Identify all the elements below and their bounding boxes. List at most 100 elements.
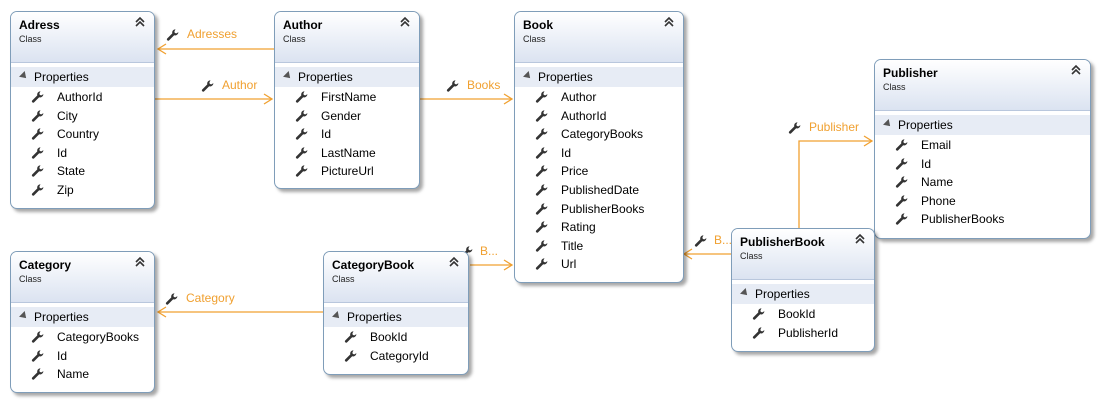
wrench-icon — [31, 331, 44, 343]
property-item[interactable]: Name — [875, 173, 1090, 192]
properties-section-header[interactable]: Properties — [324, 307, 468, 327]
property-item[interactable]: Price — [515, 162, 683, 181]
property-item[interactable]: PublishedDate — [515, 181, 683, 200]
wrench-icon — [535, 221, 548, 233]
property-item[interactable]: CategoryBooks — [11, 328, 154, 347]
property-name: CategoryBooks — [57, 330, 140, 344]
properties-section-header[interactable]: Properties — [732, 284, 874, 304]
wrench-icon — [535, 239, 548, 252]
property-item[interactable]: City — [11, 107, 154, 126]
property-item[interactable]: CategoryId — [324, 347, 468, 366]
class-box-adress[interactable]: Adress Class Properties AuthorId City Co… — [10, 11, 155, 209]
property-item[interactable]: LastName — [275, 144, 419, 163]
collapse-icon[interactable] — [662, 15, 676, 29]
property-item[interactable]: Id — [875, 155, 1090, 174]
property-item[interactable]: BookId — [324, 328, 468, 347]
property-name: State — [57, 164, 86, 179]
collapse-icon[interactable] — [447, 255, 461, 269]
wrench-icon — [895, 194, 908, 207]
class-box-publisher[interactable]: Publisher Class Properties Email Id Name… — [874, 59, 1091, 239]
wrench-icon — [535, 184, 548, 196]
class-header: Adress Class — [11, 12, 154, 63]
expand-triangle-icon — [740, 288, 750, 298]
connector-books-label[interactable]: Books — [467, 78, 501, 92]
property-item[interactable]: State — [11, 162, 154, 181]
collapse-icon[interactable] — [853, 232, 867, 246]
properties-section-title: Properties — [755, 287, 810, 301]
class-box-categorybook[interactable]: CategoryBook Class Properties BookId Cat… — [323, 251, 469, 375]
property-item[interactable]: Id — [275, 125, 419, 144]
connector-catbook-book-label[interactable]: B... — [480, 244, 499, 258]
property-item[interactable]: PictureUrl — [275, 162, 419, 181]
property-item[interactable]: BookId — [732, 305, 874, 324]
class-name: CategoryBook — [332, 258, 415, 272]
properties-section-header[interactable]: Properties — [11, 67, 154, 87]
property-item[interactable]: AuthorId — [515, 107, 683, 126]
property-item[interactable]: Url — [515, 255, 683, 274]
connector-adresses-label[interactable]: Adresses — [187, 27, 238, 41]
properties-section-header[interactable]: Properties — [515, 67, 683, 87]
wrench-icon — [344, 331, 357, 343]
connector-category-label[interactable]: Category — [186, 291, 235, 305]
property-name: Phone — [921, 193, 956, 208]
property-item[interactable]: Title — [515, 237, 683, 256]
wrench-icon — [535, 91, 548, 103]
class-name: PublisherBook — [740, 235, 825, 249]
property-name: Price — [561, 164, 589, 179]
collapse-icon[interactable] — [1069, 63, 1083, 77]
property-item[interactable]: Zip — [11, 181, 154, 200]
property-name: Id — [921, 156, 932, 171]
property-name: Name — [921, 175, 954, 190]
collapse-icon[interactable] — [133, 15, 147, 29]
expand-triangle-icon — [283, 71, 293, 81]
class-header: Publisher Class — [875, 60, 1090, 111]
wrench-icon — [165, 293, 178, 305]
property-name: BookId — [370, 330, 408, 344]
property-item[interactable]: CategoryBooks — [515, 125, 683, 144]
class-box-publisherbook[interactable]: PublisherBook Class Properties BookId Pu… — [731, 228, 875, 352]
class-header: Category Class — [11, 252, 154, 303]
connector-pubbook-book-label[interactable]: B... — [714, 233, 733, 247]
wrench-icon — [752, 308, 765, 320]
class-box-author[interactable]: Author Class Properties FirstName Gender… — [274, 11, 420, 189]
property-item[interactable]: Gender — [275, 107, 419, 126]
property-name: Rating — [561, 220, 596, 235]
expand-triangle-icon — [883, 119, 893, 129]
property-name: City — [57, 108, 78, 123]
property-item[interactable]: Phone — [875, 192, 1090, 211]
property-item[interactable]: Author — [515, 88, 683, 107]
class-kind: Class — [523, 34, 546, 44]
connector-author-arrow — [263, 93, 274, 105]
property-item[interactable]: PublisherBooks — [875, 210, 1090, 229]
class-name: Publisher — [883, 66, 938, 80]
property-item[interactable]: PublisherBooks — [515, 200, 683, 219]
property-name: Zip — [57, 182, 74, 197]
property-item[interactable]: AuthorId — [11, 88, 154, 107]
property-item[interactable]: Id — [515, 144, 683, 163]
class-box-category[interactable]: Category Class Properties CategoryBooks … — [10, 251, 155, 393]
class-name: Adress — [19, 18, 60, 32]
property-item[interactable]: Email — [875, 136, 1090, 155]
connector-author-label[interactable]: Author — [222, 78, 258, 92]
property-item[interactable]: FirstName — [275, 88, 419, 107]
class-box-book[interactable]: Book Class Properties Author AuthorId Ca… — [514, 11, 684, 283]
properties-section-header[interactable]: Properties — [275, 67, 419, 87]
expand-triangle-icon — [19, 311, 29, 321]
properties-section-header[interactable]: Properties — [11, 307, 154, 327]
class-name: Category — [19, 258, 72, 272]
wrench-icon — [295, 128, 308, 140]
properties-section-title: Properties — [298, 70, 353, 84]
properties-section-header[interactable]: Properties — [875, 115, 1090, 135]
connector-pubbook-book-arrow — [682, 248, 693, 260]
property-item[interactable]: Rating — [515, 218, 683, 237]
connector-publisher-label[interactable]: Publisher — [809, 120, 860, 134]
connector-adresses-arrow — [156, 43, 167, 55]
property-item[interactable]: Id — [11, 144, 154, 163]
property-item[interactable]: PublisherId — [732, 324, 874, 343]
collapse-icon[interactable] — [133, 255, 147, 269]
property-item[interactable]: Id — [11, 347, 154, 366]
property-item[interactable]: Country — [11, 125, 154, 144]
property-list: AuthorId City Country Id State Zip — [11, 87, 154, 200]
property-item[interactable]: Name — [11, 365, 154, 384]
collapse-icon[interactable] — [398, 15, 412, 29]
